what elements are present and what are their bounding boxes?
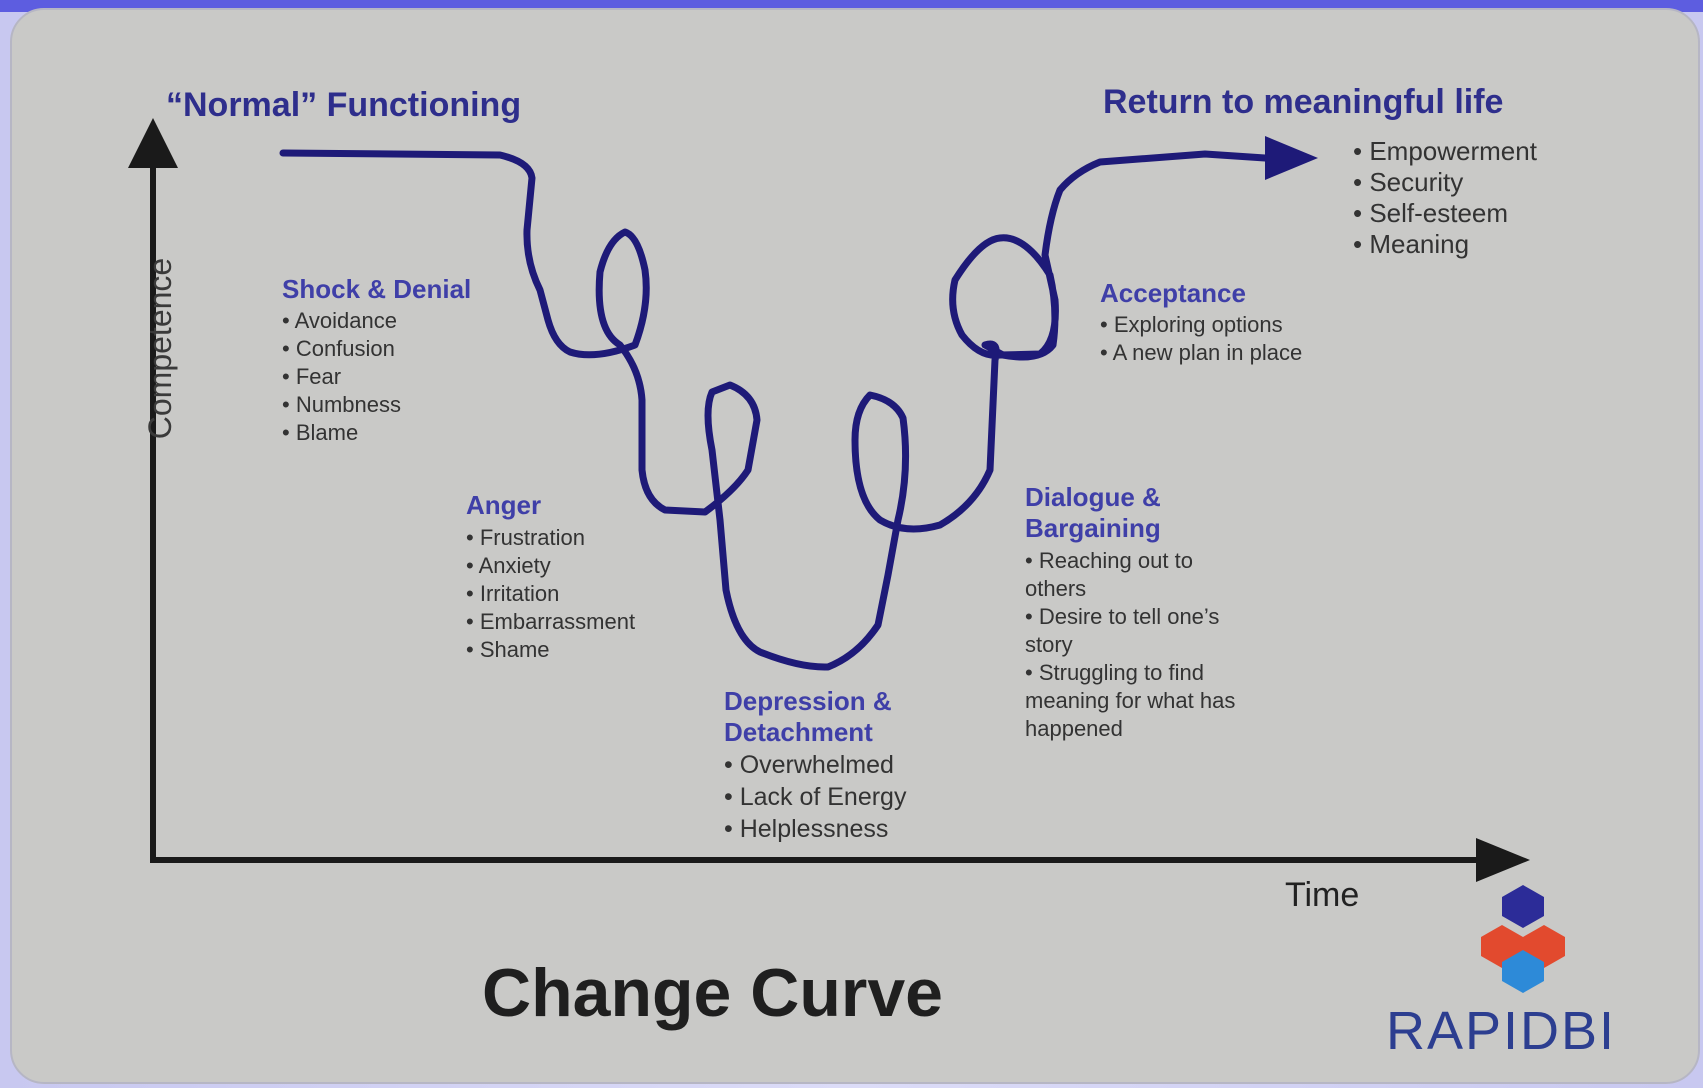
list-item: • Fear <box>282 364 342 389</box>
stage-depression-heading: Depression & Detachment <box>724 686 892 748</box>
list-item: • Empowerment <box>1353 136 1537 166</box>
end-label: Return to meaningful life <box>1103 83 1504 121</box>
list-item: • Self-esteem <box>1353 198 1509 228</box>
list-item: • Lack of Energy <box>724 783 907 811</box>
list-item: happened <box>1025 716 1123 741</box>
list-item: • Avoidance <box>282 308 397 333</box>
change-curve-path <box>279 149 1269 671</box>
y-axis-label: Competence <box>142 257 179 440</box>
list-item: • Overwhelmed <box>724 751 894 779</box>
stage-dialogue-heading-line2: Bargaining <box>1025 513 1161 543</box>
list-item: • Numbness <box>282 392 401 417</box>
stage-dialogue-heading: Dialogue & Bargaining <box>1025 482 1161 544</box>
list-item: • Exploring options <box>1100 312 1283 337</box>
stage-dialogue-heading-line1: Dialogue & <box>1025 482 1161 512</box>
rapidbi-cubes-logo <box>1481 885 1565 993</box>
list-item: • Desire to tell one’s <box>1025 604 1220 629</box>
list-item: • A new plan in place <box>1100 340 1303 365</box>
list-item: • Anxiety <box>466 553 551 578</box>
stage-depression-heading-line2: Detachment <box>724 717 873 747</box>
diagram-panel <box>10 8 1700 1084</box>
list-item: • Struggling to find <box>1025 660 1204 685</box>
y-axis-arrowhead <box>128 118 178 168</box>
start-label: “Normal” Functioning <box>166 86 522 124</box>
curve-arrowhead <box>1265 136 1318 180</box>
list-item: • Meaning <box>1353 229 1470 259</box>
stage-shock-heading: Shock & Denial <box>282 274 472 304</box>
list-item: • Helplessness <box>724 815 889 843</box>
list-item: • Reaching out to <box>1025 548 1193 573</box>
stage-acceptance-heading: Acceptance <box>1100 278 1246 308</box>
list-item: others <box>1025 576 1087 601</box>
list-item: • Blame <box>282 420 359 445</box>
diagram-title: Change Curve <box>482 955 943 1031</box>
rapidbi-logo-text: RAPIDBI <box>1386 1001 1617 1061</box>
list-item: • Shame <box>466 637 550 662</box>
stage-shock-list: • Avoidance • Confusion • Fear • Numbnes… <box>282 307 401 447</box>
list-item: • Security <box>1353 167 1464 197</box>
x-axis-label: Time <box>1285 876 1360 914</box>
list-item: story <box>1025 632 1073 657</box>
list-item: • Embarrassment <box>466 609 636 634</box>
stage-anger-list: • Frustration • Anxiety • Irritation • E… <box>466 524 635 664</box>
list-item: • Frustration <box>466 525 585 550</box>
list-item: meaning for what has <box>1025 688 1236 713</box>
stage-acceptance-list: • Exploring options • A new plan in plac… <box>1100 311 1302 367</box>
list-item: • Irritation <box>466 581 560 606</box>
x-axis-arrowhead <box>1476 838 1530 882</box>
stage-depression-heading-line1: Depression & <box>724 686 892 716</box>
end-items-list: • Empowerment • Security • Self-esteem •… <box>1353 136 1537 260</box>
list-item: • Confusion <box>282 336 395 361</box>
stage-dialogue-list: • Reaching out to others • Desire to tel… <box>1025 547 1235 743</box>
stage-anger-heading: Anger <box>466 490 542 520</box>
stage-depression-list: • Overwhelmed • Lack of Energy • Helples… <box>724 749 906 845</box>
